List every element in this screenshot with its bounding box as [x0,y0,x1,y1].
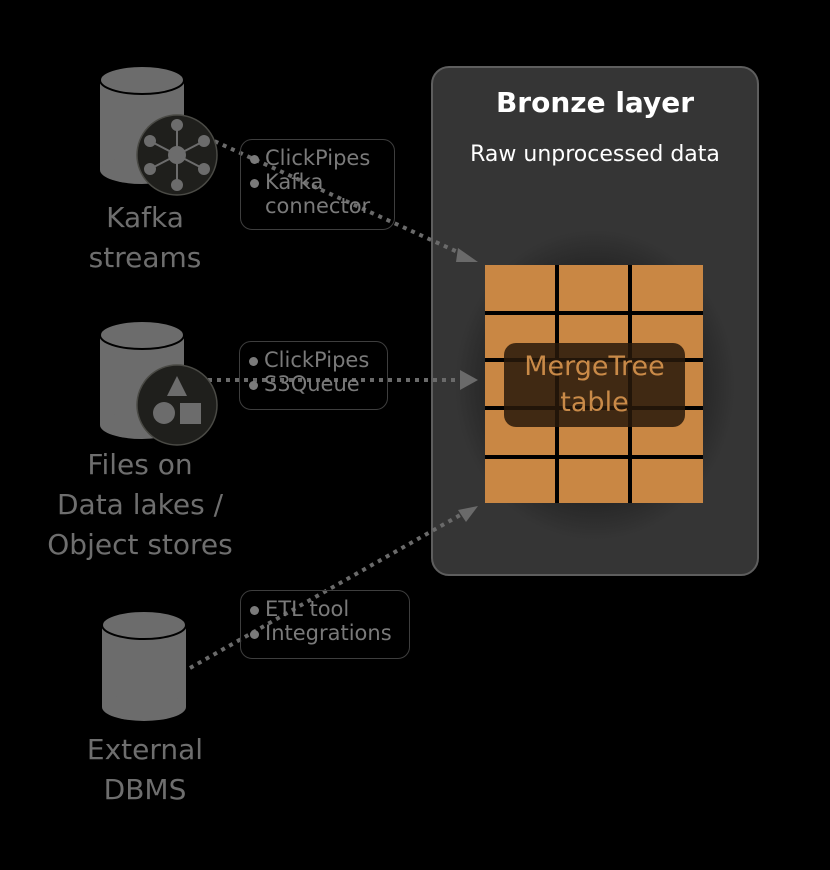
label-line: streams [88,241,202,274]
label-line: DBMS [103,773,187,806]
label-line: Kafka [106,201,184,234]
connector-box-files: ClickPipes S3Queue [239,341,388,410]
mergetree-table-label: MergeTree table [504,343,685,427]
connector-box-dbms: ETL tool Integrations [240,590,410,659]
connector-box-kafka: ClickPipes Kafka connector [240,139,395,230]
label-line: Object stores [47,528,233,561]
connector-item: ETL tool [249,597,401,621]
connector-item: Integrations [249,621,401,645]
arrowhead-dbms [458,506,478,522]
bronze-layer-title: Bronze layer [495,86,695,119]
arrowhead-kafka [456,248,478,262]
label-line: Data lakes / [56,488,224,521]
source-label-dbms: External DBMS [60,730,230,810]
source-label-kafka: Kafka streams [60,198,230,278]
label-line: Files on [87,448,193,481]
connector-item: S3Queue [248,372,379,396]
connector-item: ClickPipes [249,146,386,170]
connector-item: ClickPipes [248,348,379,372]
bronze-layer-subtitle: Raw unprocessed data [470,142,720,167]
network-hub-icon [136,114,218,196]
arrow-dbms [189,512,463,670]
connector-item: Kafka connector [249,170,375,218]
arrowhead-files [460,370,478,390]
source-label-files: Files on Data lakes / Object stores [20,445,260,565]
shapes-icon [136,364,218,446]
dbms-cylinder-icon [101,610,187,721]
label-line: External [86,733,204,766]
